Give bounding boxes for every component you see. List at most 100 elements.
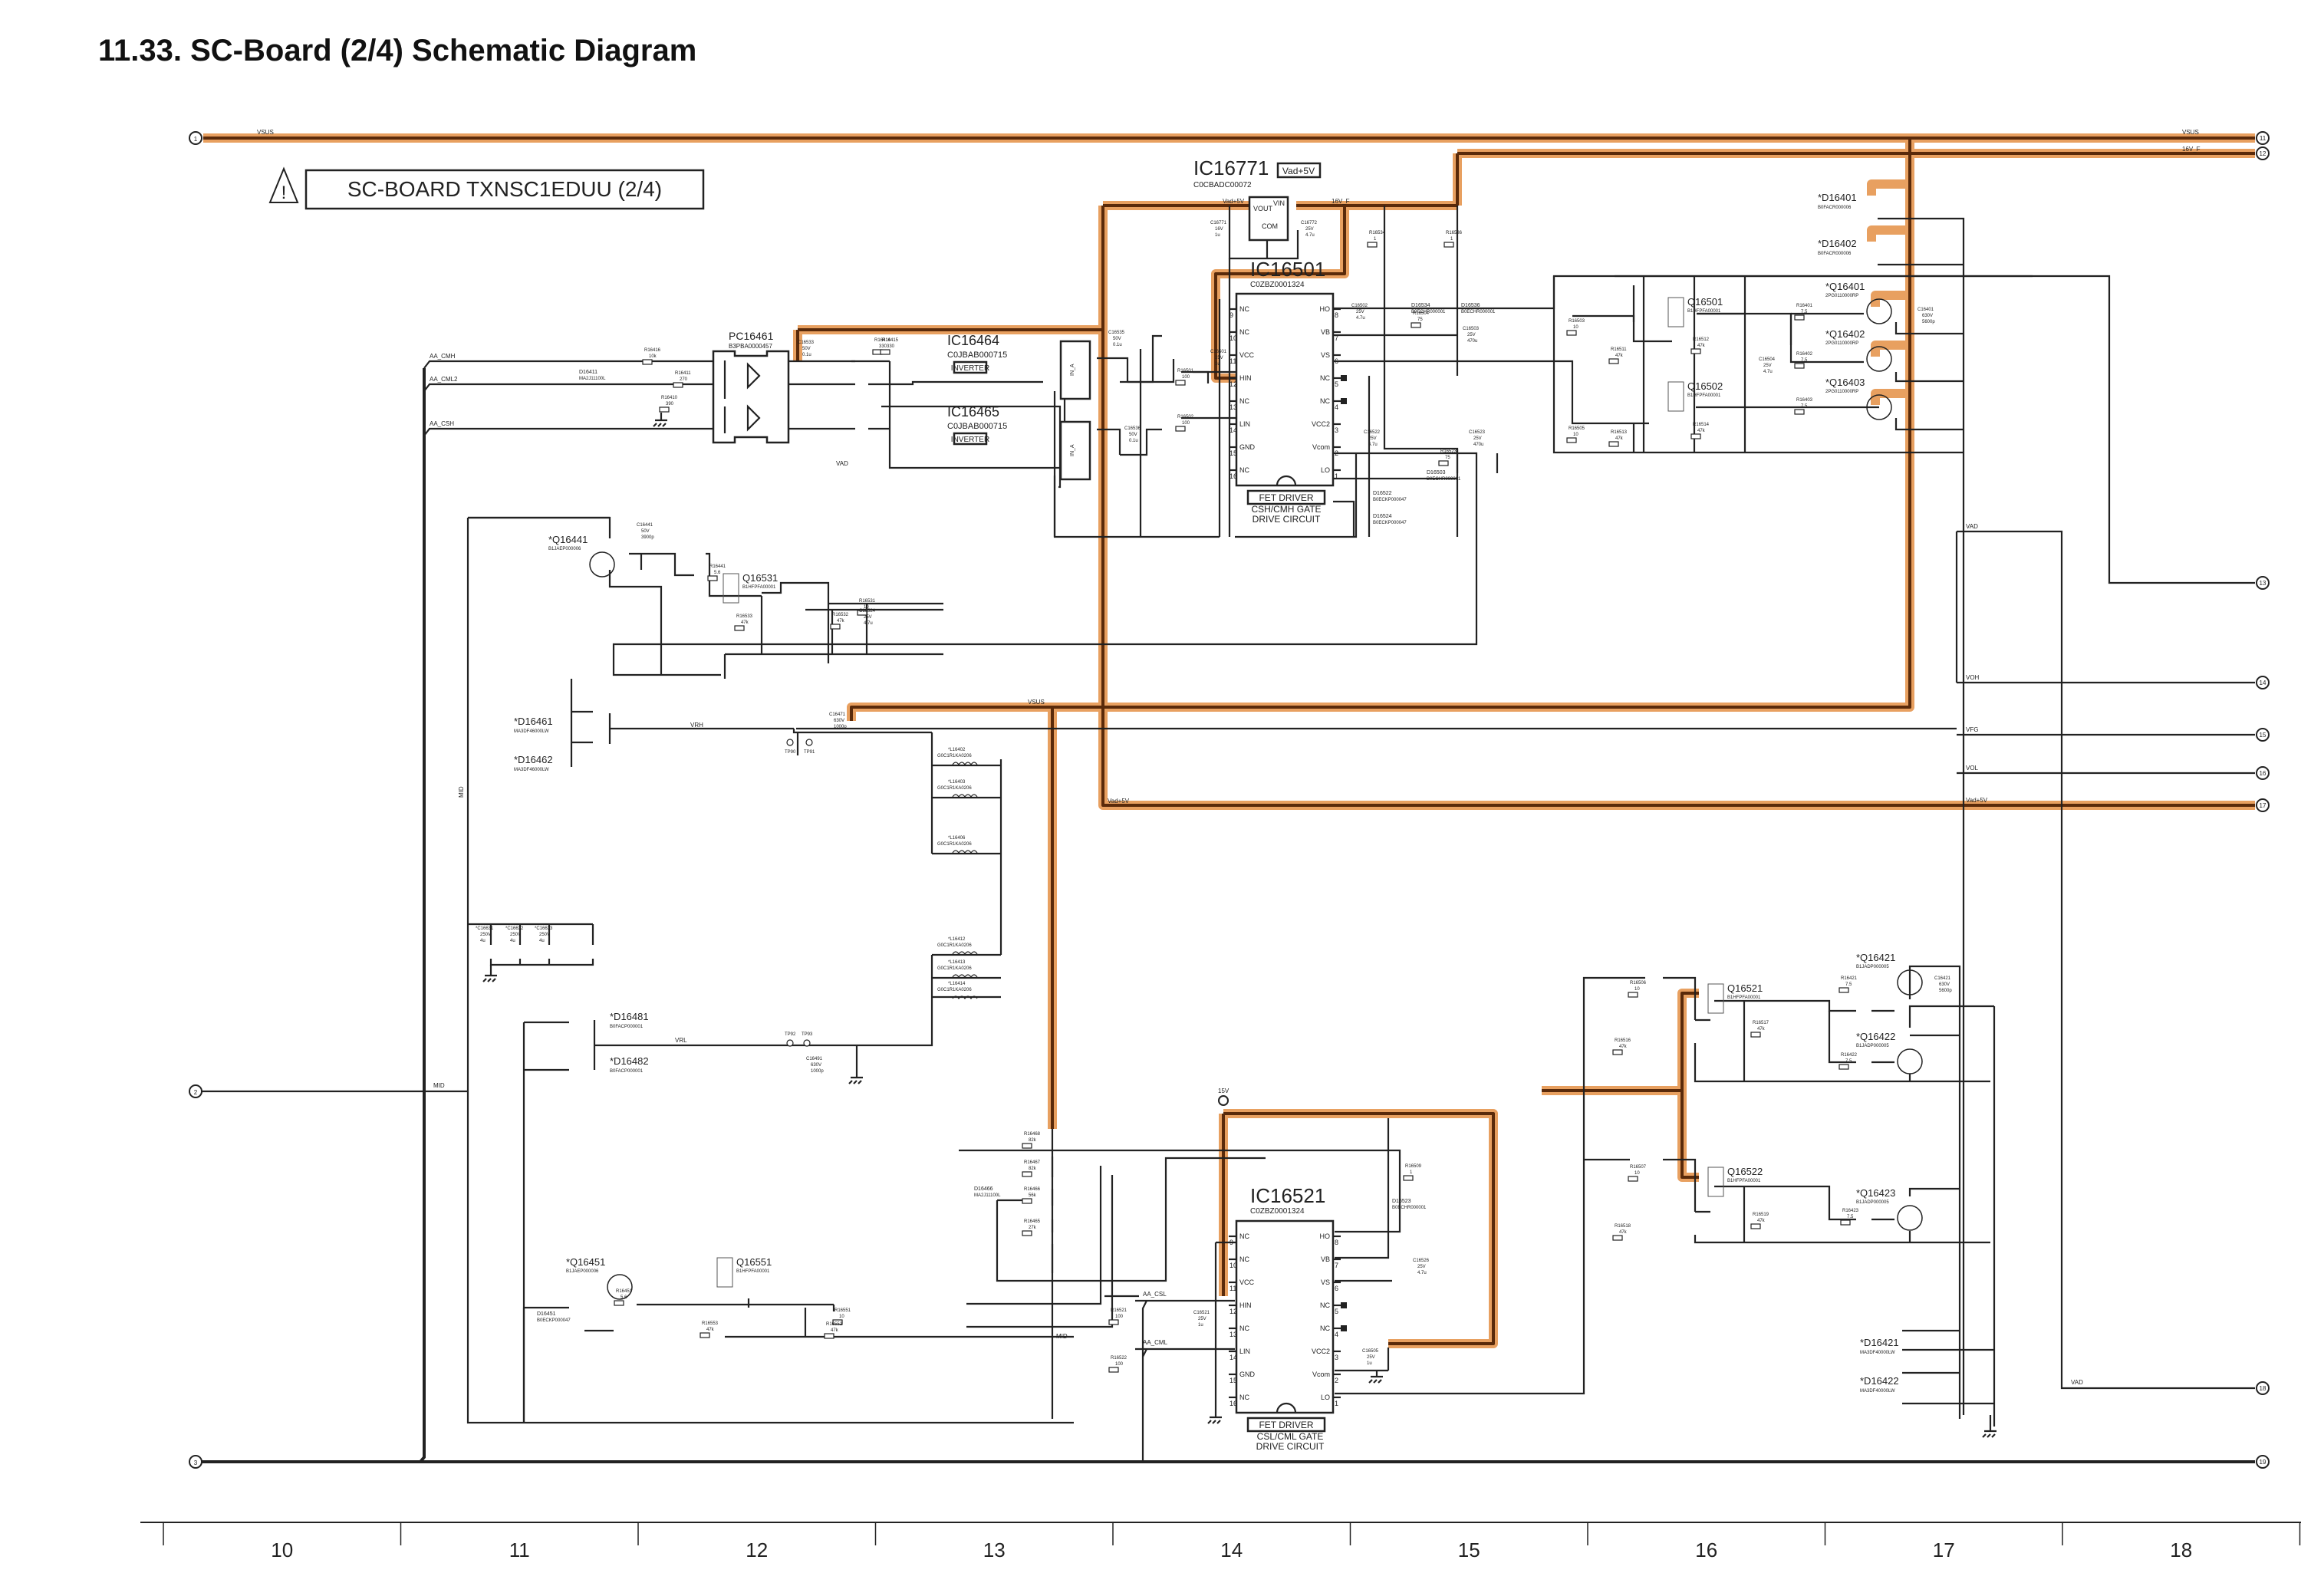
- ic16521-fet-driver[interactable]: IC16521 C0ZBZ0001324 NC9NC10VCC11HIN12NC…: [1229, 1184, 1347, 1452]
- ic16464-inverter[interactable]: IC16464 C0JBAB000715 INVERTER IN_A: [947, 333, 1091, 400]
- connector-11[interactable]: 11: [2256, 131, 2270, 145]
- connector-18[interactable]: 18: [2256, 1381, 2270, 1395]
- test-point-tp91[interactable]: TP91: [804, 739, 815, 755]
- connector-14[interactable]: 14: [2256, 676, 2270, 689]
- connector-12[interactable]: 12: [2256, 146, 2270, 160]
- ic16771-regulator[interactable]: IC16771 C0CBADC00072 Vad+5V VOUT VIN COM…: [1193, 156, 1350, 242]
- connector-16[interactable]: 16: [2256, 766, 2270, 780]
- connector-13[interactable]: 13: [2256, 576, 2270, 590]
- ic16465-inverter[interactable]: IC16465 C0JBAB000715 INVERTER IN_A: [947, 404, 1091, 481]
- connector-2[interactable]: 2: [189, 1084, 202, 1098]
- test-point-tp92[interactable]: TP92: [785, 1032, 796, 1047]
- connector-1[interactable]: 1: [189, 131, 202, 145]
- pc16461-optocoupler[interactable]: PC16461 B3PBA0000457: [712, 330, 790, 444]
- connector-17[interactable]: 17: [2256, 798, 2270, 812]
- connector-19[interactable]: 19: [2256, 1455, 2270, 1469]
